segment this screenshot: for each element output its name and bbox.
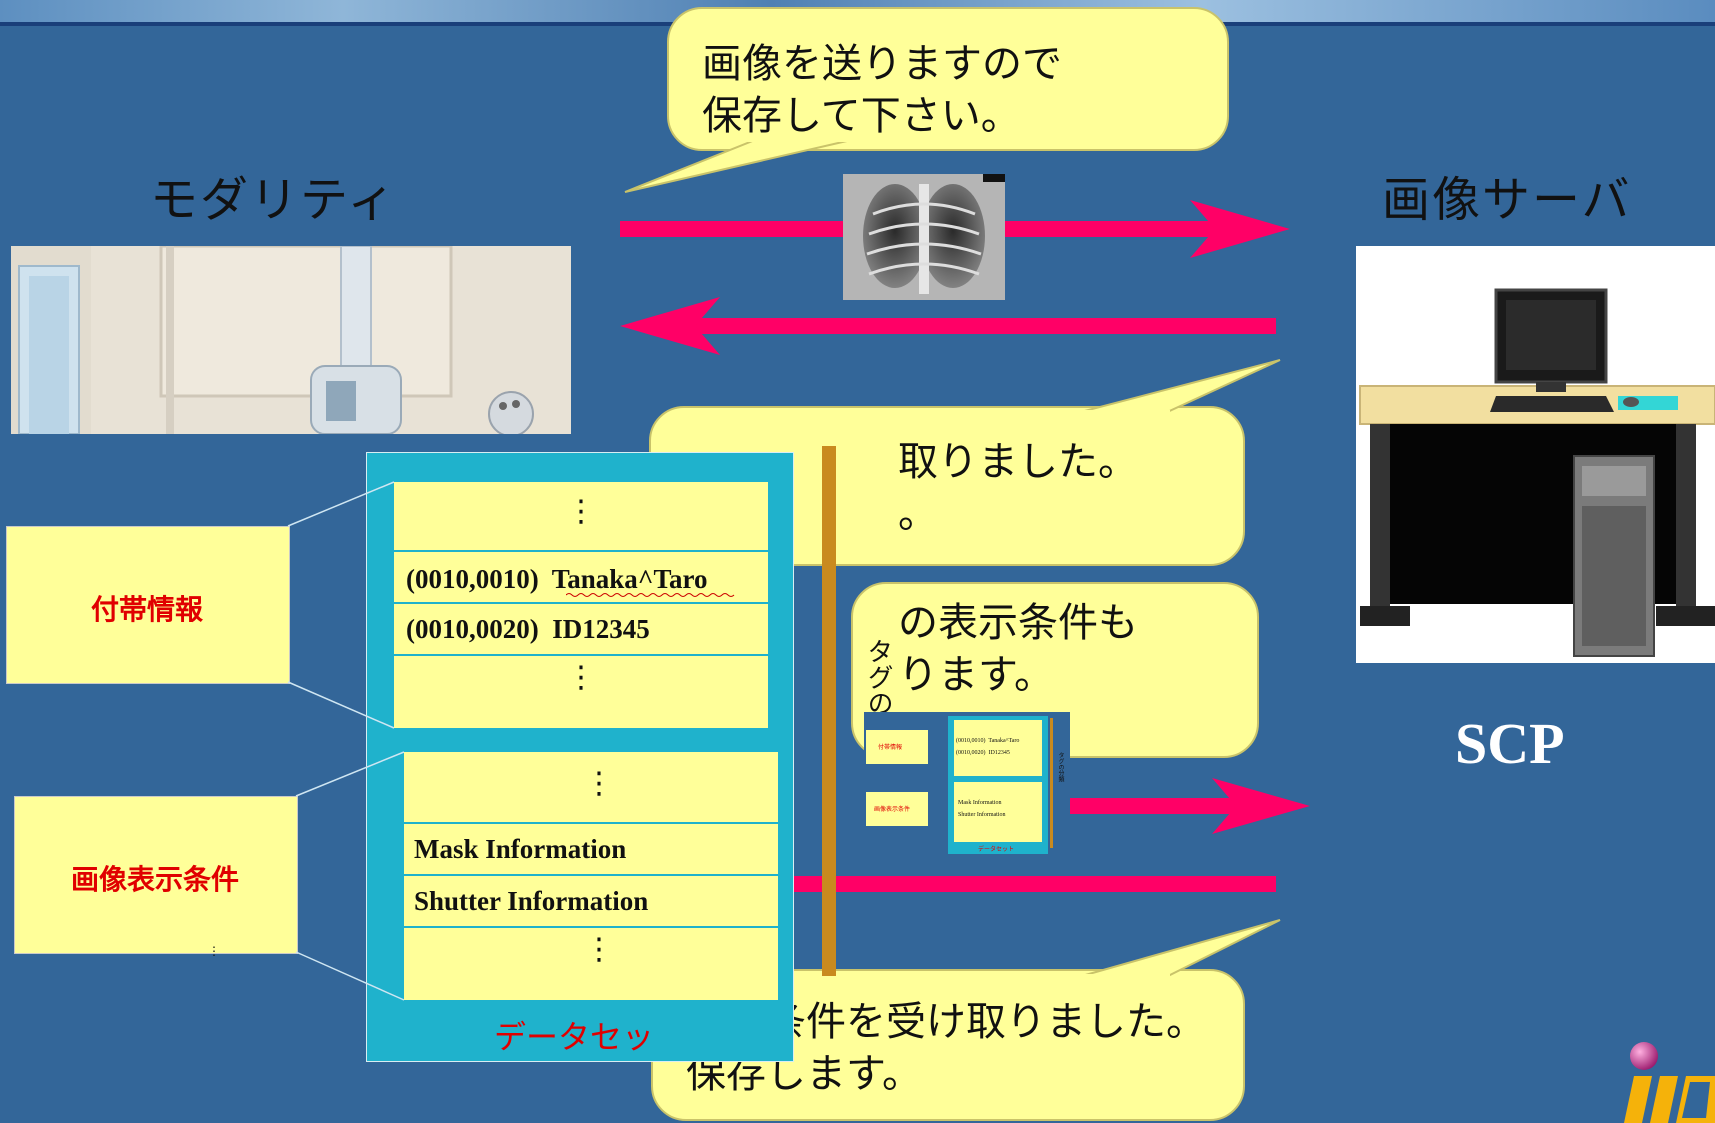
mini-bar	[1050, 718, 1053, 848]
mini-group-2	[954, 782, 1042, 842]
dataset-row-ellipsis-3	[404, 752, 778, 824]
mini-mask: Mask Information	[958, 800, 1002, 806]
send-request-bubble-text: 画像を送りますので 保存して下さい。	[702, 41, 1062, 139]
dataset-row-patient-id	[394, 604, 768, 656]
mini-attached-info-label: 付帯情報	[878, 745, 903, 751]
dataset-row-ellipsis-top	[394, 482, 768, 552]
attached-info-box	[6, 526, 290, 684]
mini-patient-name: (0010,0010) Tanaka^Taro	[956, 738, 1020, 744]
ack-arrow	[620, 297, 1276, 355]
display-condition-bubble-text: の表示条件も ります。	[898, 600, 1138, 698]
display-conditions-box	[14, 796, 298, 954]
dataset-row-patient-name	[394, 552, 768, 604]
display-conditions-label: 画像表示条件	[70, 863, 239, 896]
send-conditions-arrow	[1068, 778, 1310, 834]
spellcheck-underline	[566, 593, 735, 597]
dataset-shutter-text: Shutter Information	[414, 886, 649, 916]
received-bubble-text: 取りました。 。	[898, 439, 1138, 537]
received-bubble-shape	[649, 359, 1281, 566]
dataset-row-mask	[404, 824, 778, 876]
chest-xray-image	[843, 174, 1005, 300]
dataset-row-ellipsis-4	[404, 928, 778, 1000]
mini-shutter: Shutter Information	[958, 812, 1006, 818]
send-request-bubble-shape	[624, 7, 1229, 193]
dataset-patient-id-text: (0010,0020) ID12345	[406, 614, 650, 644]
mini-group-1	[954, 720, 1042, 776]
mini-attached-info-box	[866, 730, 928, 764]
modality-photo	[11, 246, 571, 434]
vertical-tag-label: タグの	[863, 638, 893, 716]
corner-logo	[1624, 1042, 1715, 1123]
dataset-caption: データセッ	[494, 1018, 655, 1056]
mini-patient-id: (0010,0020) ID12345	[956, 750, 1010, 756]
dataset-ellipsis-2: ⋮	[566, 660, 596, 695]
dataset-ellipsis-3: ⋮	[584, 766, 614, 801]
attached-info-label: 付帯情報	[90, 593, 203, 626]
dataset-patient-name-text: (0010,0010) Tanaka^Taro	[406, 564, 708, 594]
dataset-ellipsis-4: ⋮	[584, 932, 614, 967]
mini-caption: データセット	[978, 847, 1015, 853]
scp-label: SCP	[1455, 711, 1565, 776]
dataset-row-ellipsis-mid	[394, 656, 768, 728]
tag-classification-bar	[822, 446, 836, 976]
image-server-photo	[1356, 246, 1715, 663]
dataset-ellipsis-1: ⋮	[566, 494, 596, 529]
modality-title: モダリティ	[150, 172, 398, 228]
mini-display-conditions-label: 画像表示条件	[874, 807, 911, 813]
dataset-row-shutter	[404, 876, 778, 928]
mini-display-conditions-box	[866, 792, 928, 826]
dataset-mask-text: Mask Information	[414, 834, 627, 864]
image-server-title: 画像サーバ	[1382, 172, 1632, 228]
mini-vertical-label: タグの分類	[1057, 752, 1063, 782]
mini-dataset-thumbnail: 付帯情報 画像表示条件 (0010,0010) Tanaka^Taro (001…	[864, 712, 1070, 858]
